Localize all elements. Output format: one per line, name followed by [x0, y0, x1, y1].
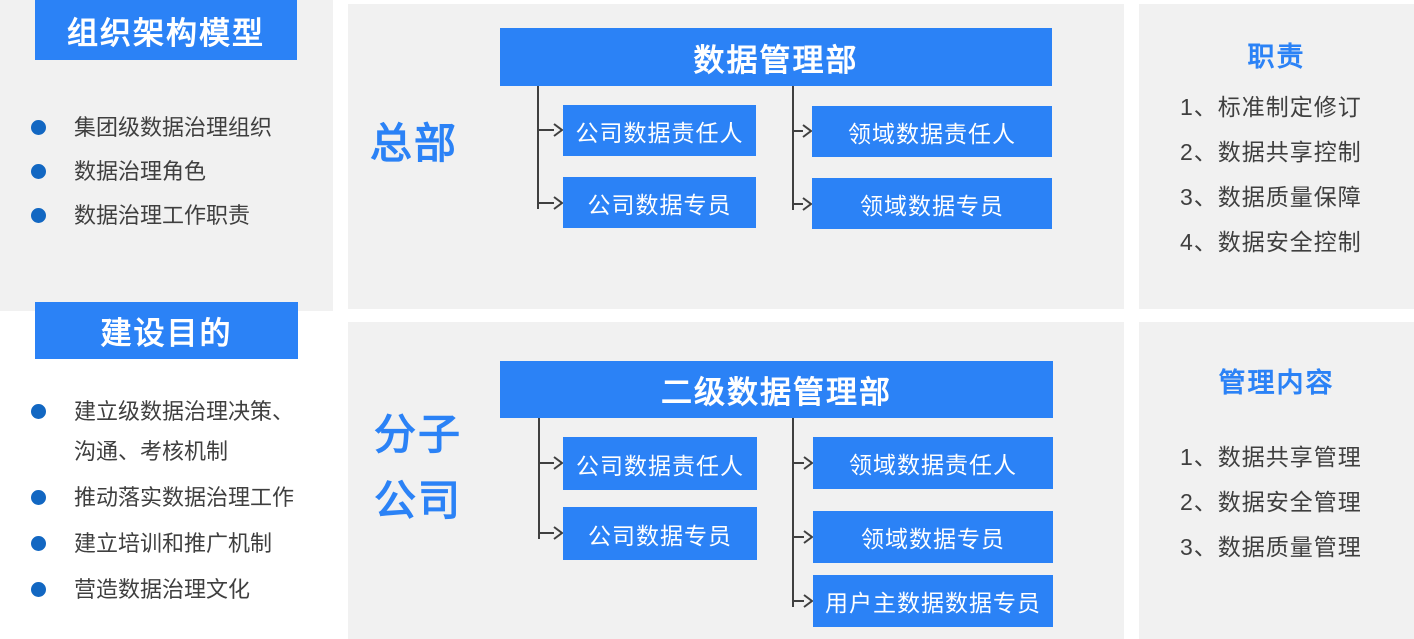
node-secondary-data-management-dept: 二级数据管理部 — [500, 361, 1053, 418]
bullet-icon — [31, 490, 46, 505]
list-item: 数据治理工作职责 — [28, 194, 320, 238]
node-domain-data-specialist: 领域数据专员 — [812, 178, 1052, 229]
list-item: 建立培训和推广机制 — [28, 524, 312, 564]
bullet-icon — [31, 404, 46, 419]
node-domain-data-owner: 领域数据责任人 — [812, 106, 1052, 157]
node-company-data-owner: 公司数据责任人 — [563, 105, 756, 156]
bullet-icon — [31, 582, 46, 597]
panel-management — [1139, 322, 1414, 639]
panel-duties — [1139, 4, 1414, 309]
list-item: 4、数据安全控制 — [1180, 229, 1362, 255]
list-item-text: 集团级数据治理组织 — [74, 115, 273, 140]
section-title-management: 管理内容 — [1218, 368, 1335, 398]
node-data-management-dept: 数据管理部 — [500, 28, 1052, 86]
bullet-icon — [31, 208, 46, 223]
section-title-duties: 职责 — [1247, 42, 1306, 72]
org-model-list: 集团级数据治理组织 数据治理角色 数据治理工作职责 — [28, 106, 320, 238]
list-item: 3、数据质量管理 — [1180, 534, 1362, 560]
purpose-list: 建立级数据治理决策、沟通、考核机制 推动落实数据治理工作 建立培训和推广机制 营… — [28, 392, 312, 616]
list-item-text: 数据治理角色 — [74, 159, 207, 184]
list-item: 营造数据治理文化 — [28, 570, 312, 610]
bullet-icon — [31, 536, 46, 551]
list-item: 2、数据安全管理 — [1180, 489, 1362, 515]
node-domain-data-owner: 领域数据责任人 — [813, 437, 1053, 489]
node-user-master-data-specialist: 用户主数据数据专员 — [813, 575, 1053, 627]
node-domain-data-specialist: 领域数据专员 — [813, 511, 1053, 563]
list-item: 3、数据质量保障 — [1180, 184, 1362, 210]
node-company-data-specialist: 公司数据专员 — [563, 507, 757, 560]
list-item-text: 建立级数据治理决策、沟通、考核机制 — [74, 399, 295, 464]
group-label-subsidiaries: 分子公司 — [374, 411, 463, 524]
bullet-icon — [31, 120, 46, 135]
section-title-org-model: 组织架构模型 — [35, 0, 297, 60]
node-company-data-owner: 公司数据责任人 — [563, 437, 757, 490]
list-item: 推动落实数据治理工作 — [28, 478, 312, 518]
list-item: 集团级数据治理组织 — [28, 106, 320, 150]
list-item-text: 营造数据治理文化 — [74, 577, 251, 602]
node-company-data-specialist: 公司数据专员 — [563, 177, 756, 228]
list-item-text: 数据治理工作职责 — [74, 203, 251, 228]
list-item-text: 建立培训和推广机制 — [74, 531, 273, 556]
group-label-headquarters: 总部 — [370, 120, 459, 167]
list-item: 1、标准制定修订 — [1180, 94, 1362, 120]
duties-list: 1、标准制定修订 2、数据共享控制 3、数据质量保障 4、数据安全控制 — [1180, 85, 1362, 265]
list-item: 建立级数据治理决策、沟通、考核机制 — [28, 392, 312, 472]
list-item: 数据治理角色 — [28, 150, 320, 194]
list-item-text: 推动落实数据治理工作 — [74, 485, 295, 510]
bullet-icon — [31, 164, 46, 179]
list-item: 2、数据共享控制 — [1180, 139, 1362, 165]
management-list: 1、数据共享管理 2、数据安全管理 3、数据质量管理 — [1180, 435, 1362, 570]
list-item: 1、数据共享管理 — [1180, 444, 1362, 470]
section-title-purpose: 建设目的 — [35, 302, 298, 359]
